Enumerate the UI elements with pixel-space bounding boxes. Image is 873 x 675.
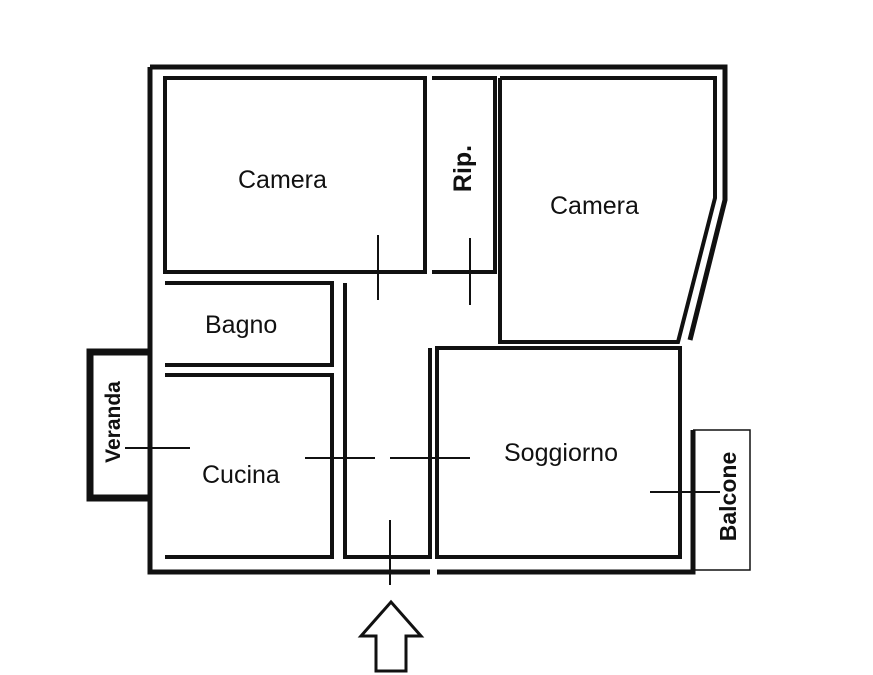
inner-walls-soggiorno bbox=[435, 346, 682, 559]
room-label-camera-right: Camera bbox=[550, 192, 639, 220]
room-label-ripostiglio: Rip. bbox=[449, 144, 478, 193]
veranda-walls bbox=[86, 348, 150, 502]
room-label-veranda: Veranda bbox=[101, 381, 125, 463]
room-label-bagno: Bagno bbox=[205, 311, 278, 339]
inner-walls-rip bbox=[432, 76, 497, 274]
inner-walls-cucina bbox=[165, 373, 334, 559]
room-label-soggiorno: Soggiorno bbox=[504, 439, 618, 467]
inner-walls-camera-right bbox=[498, 76, 717, 344]
room-label-cucina: Cucina bbox=[202, 461, 280, 489]
up-arrow-icon bbox=[357, 599, 425, 673]
inner-walls-hall bbox=[343, 283, 432, 559]
inner-walls-bagno bbox=[165, 281, 334, 367]
room-label-balcone: Balcone bbox=[715, 451, 742, 542]
outer-wall bbox=[147, 64, 728, 575]
room-label-camera-left: Camera bbox=[238, 166, 327, 194]
inner-walls-camera-left bbox=[163, 76, 427, 274]
balcone-walls bbox=[693, 429, 751, 571]
